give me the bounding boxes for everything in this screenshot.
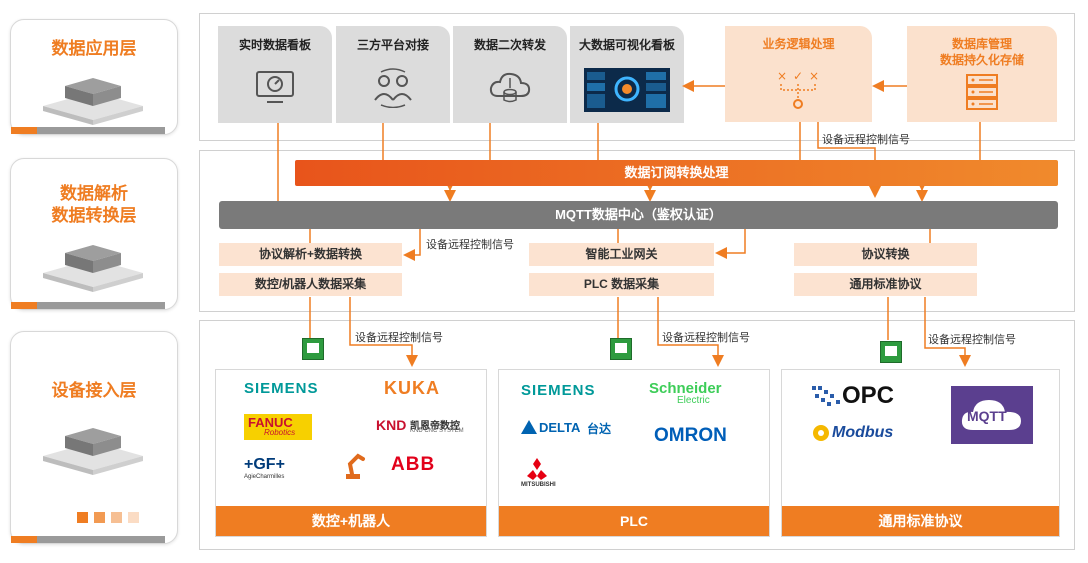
signal-label: 设备远程控制信号 [662,332,750,344]
svg-text:✓: ✓ [793,69,803,83]
layer-title-application: 数据应用层 [51,39,137,58]
app-tile-label: 三方平台对接 [356,38,429,52]
app-tile-label: 大数据可视化看板 [578,38,675,52]
protocol-parse-box[interactable]: 协议解析+数据转换 [219,243,402,266]
device-group-footer: 通用标准协议 [782,506,1059,536]
users-exchange-icon [374,68,412,108]
layer-title-parsing: 数据解析 数据转换层 [51,184,137,225]
mitsubishi-diamonds-icon [527,458,547,480]
siemens-logo: SIEMENS [521,382,596,399]
device-group-cnc: SIEMENS KUKA FANUC Robotics KND 凯恩帝数控 KN… [215,369,487,537]
app-tile-third-party[interactable]: 三方平台对接 [336,26,450,123]
svg-text:×: × [777,69,787,83]
fanuc-logo: FANUC Robotics [244,414,312,440]
layer-progress-bar [11,127,165,134]
device-group-footer: PLC [499,506,769,536]
network-port-icon [302,338,324,360]
database-tile[interactable]: 数据库管理 数据持久化存储 [907,26,1057,122]
layer-progress-bar [11,536,165,543]
app-tile-label: 实时数据看板 [238,38,311,52]
robot-arm-icon [346,453,365,479]
signal-label: 设备远程控制信号 [822,134,910,146]
cnc-collect-box[interactable]: 数控/机器人数据采集 [219,273,402,296]
cloud-upload-icon [489,72,531,103]
protocol-convert-box[interactable]: 协议转换 [794,243,977,266]
layer-cube-icon [43,245,143,292]
mqtt-center-bar: MQTT数据中心（鉴权认证） [219,201,1058,229]
modbus-gear-icon [813,425,829,441]
cloud-icon [961,400,1021,430]
device-group-footer: 数控+机器人 [216,506,486,536]
app-tile-realtime-dashboard[interactable]: 实时数据看板 [218,26,332,123]
omron-logo: OMRON [654,425,727,446]
app-tile-bigdata[interactable]: 大数据可视化看板 [570,26,684,123]
kuka-logo: KUKA [384,378,440,398]
abb-logo: ABB [391,454,436,475]
app-tile-data-forward[interactable]: 数据二次转发 [453,26,567,123]
subscribe-bar: 数据订阅转换处理 [295,160,1058,186]
logic-flow-icon: × ✓ × [777,69,819,109]
device-group-standard: OPC Modbus MQTT 通用标准协议 [781,369,1060,537]
app-tile-label: 数据二次转发 [473,38,546,52]
layer-cube-icon [43,78,143,125]
signal-label: 设备远程控制信号 [928,334,1016,346]
layer-cube-icon [43,428,143,475]
logic-tile-label: 业务逻辑处理 [762,37,835,51]
layer-card-access: 设备接入层 [10,331,178,544]
network-port-icon [880,341,902,363]
svg-text:×: × [809,69,819,83]
device-group-plc: SIEMENS Schneider Electric DELTA 台达 OMRO… [498,369,770,537]
delta-triangle-icon [521,420,537,434]
standard-protocol-box[interactable]: 通用标准协议 [794,273,977,296]
layer-progress-bar [11,302,165,309]
opc-dots-icon [812,386,840,406]
dashboard-monitor-icon [256,71,294,103]
layer-card-application: 数据应用层 [10,19,178,135]
plc-collect-box[interactable]: PLC 数据采集 [529,273,714,296]
logic-tile[interactable]: 业务逻辑处理 × ✓ × [725,26,872,122]
gateway-box[interactable]: 智能工业网关 [529,243,714,266]
database-tile-label: 数据库管理 数据持久化存储 [939,37,1024,67]
bigdata-screen-icon [584,68,670,112]
signal-label: 设备远程控制信号 [355,332,443,344]
siemens-logo: SIEMENS [244,380,319,397]
layer-title-access: 设备接入层 [51,381,137,400]
mqtt-cloud-logo: MQTT [951,386,1033,444]
signal-label: 设备远程控制信号 [426,239,514,251]
network-port-icon [610,338,632,360]
server-icon [966,74,998,110]
layer-card-parsing: 数据解析 数据转换层 [10,158,178,310]
